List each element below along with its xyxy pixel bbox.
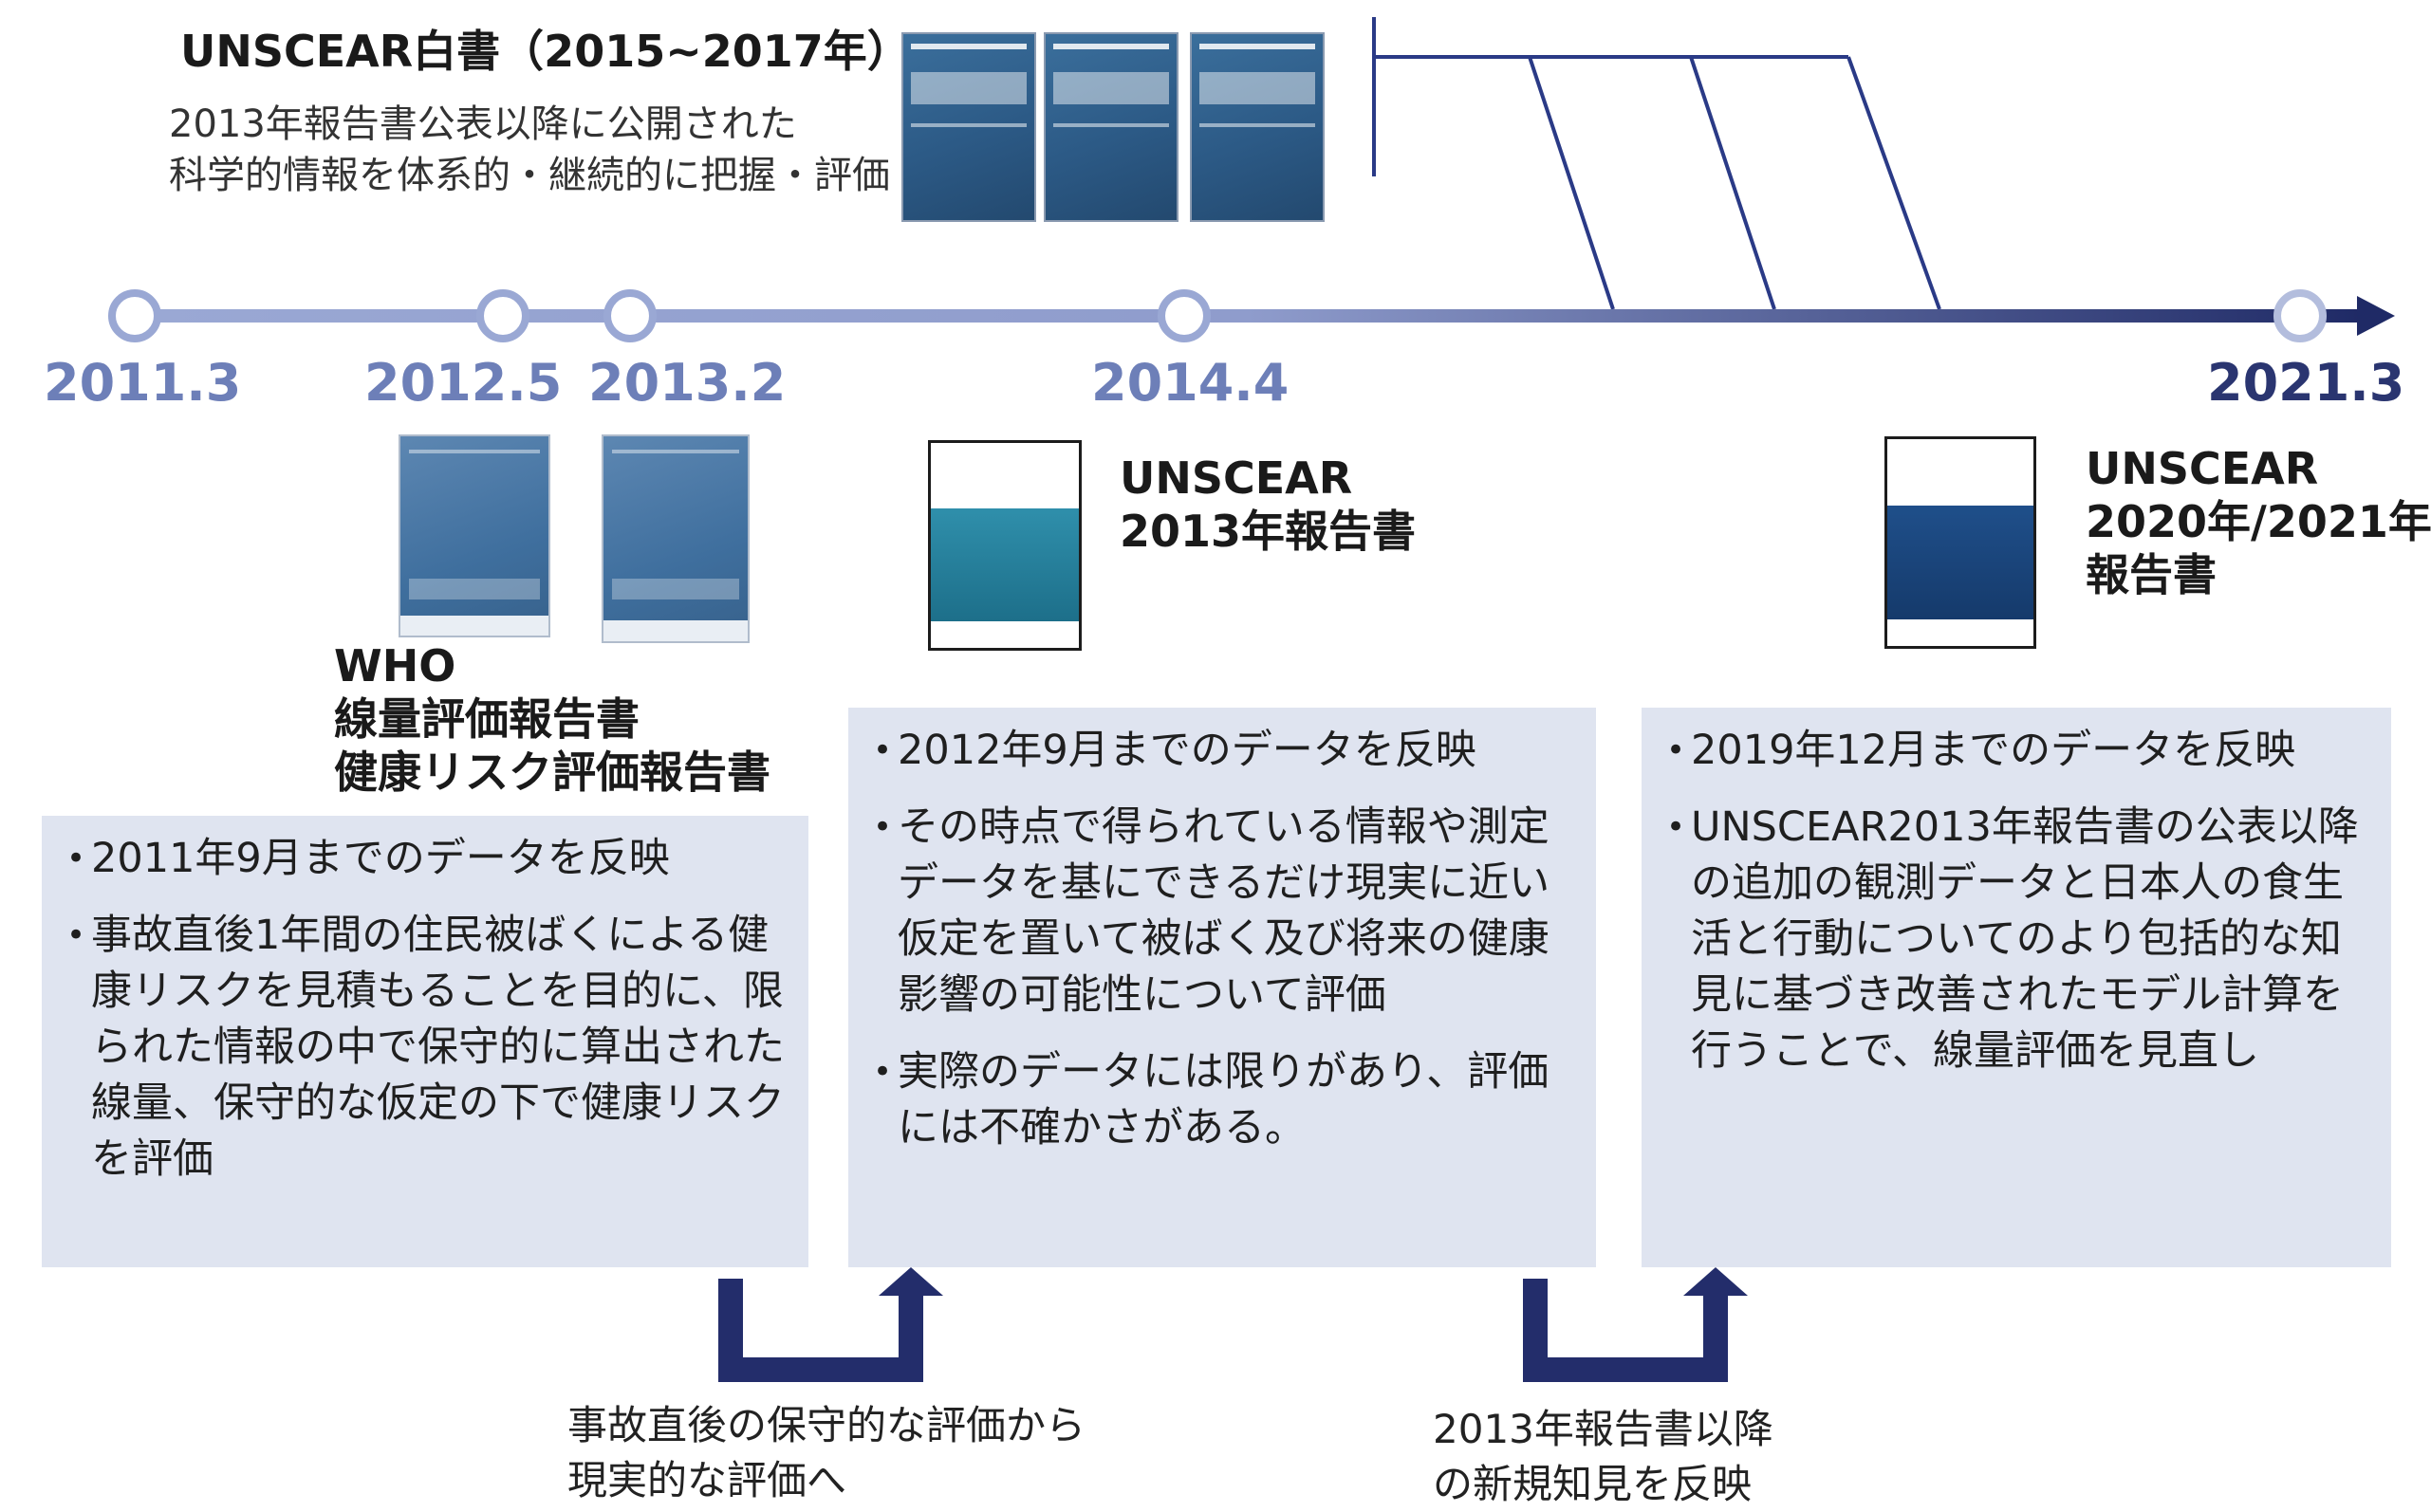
who-report-label-line: WHO bbox=[334, 640, 456, 691]
unscear-2020-label-line: 報告書 bbox=[2086, 549, 2217, 600]
unscear-2013-label-line: 2013年報告書 bbox=[1120, 506, 1417, 557]
unscear-2020-report-cover bbox=[1884, 436, 2036, 649]
white-paper-description-line: 科学的情報を体系的・継続的に把握・評価 bbox=[169, 154, 890, 197]
transition-arrowhead-1 bbox=[879, 1267, 943, 1296]
who-bullet: 事故直後1年間の住民被ばくによる健康リスクを見積もることを目的に、限られた情報の… bbox=[59, 908, 788, 1188]
transition-caption-line: 事故直後の保守的な評価から bbox=[567, 1402, 1086, 1448]
unscear-2020-bullet: 2019年12月までのデータを反映 bbox=[1659, 723, 2370, 779]
timeline-node-2021-3 bbox=[2273, 289, 2327, 342]
unscear-2020-label: UNSCEAR 2020年/2021年 報告書 bbox=[2086, 442, 2431, 601]
unscear-2020-label-line: 2020年/2021年 bbox=[2086, 496, 2431, 547]
who-report-label: WHO 線量評価報告書 健康リスク評価報告書 bbox=[334, 639, 770, 799]
unscear-2020-bullet: UNSCEAR2013年報告書の公表以降の追加の観測データと日本人の食生活と行動… bbox=[1659, 800, 2370, 1079]
timeline-arrowhead bbox=[2357, 296, 2395, 336]
who-dose-report-cover bbox=[399, 434, 550, 637]
who-bullet: 2011年9月までのデータを反映 bbox=[59, 831, 788, 887]
timeline-node-2012-5 bbox=[476, 289, 529, 342]
who-summary-box: 2011年9月までのデータを反映 事故直後1年間の住民被ばくによる健康リスクを見… bbox=[42, 816, 808, 1267]
unscear-2013-label: UNSCEAR 2013年報告書 bbox=[1120, 452, 1416, 558]
transition-arrowhead-2 bbox=[1683, 1267, 1748, 1296]
white-paper-description-line: 2013年報告書公表以降に公開された bbox=[169, 102, 797, 146]
unscear-2013-bullet: 2012年9月までのデータを反映 bbox=[865, 723, 1575, 779]
who-report-label-line: 線量評価報告書 bbox=[334, 693, 640, 745]
white-paper-cover-2016 bbox=[1044, 32, 1178, 222]
white-paper-bracket bbox=[1372, 17, 1941, 310]
white-paper-cover-2017 bbox=[1190, 32, 1325, 222]
who-report-label-line: 健康リスク評価報告書 bbox=[334, 747, 770, 798]
date-label-2021-3: 2021.3 bbox=[2207, 353, 2405, 413]
unscear-2013-report-cover bbox=[928, 440, 1082, 651]
transition-caption-line: 2013年報告書以降 bbox=[1433, 1406, 1773, 1452]
timeline-node-2014-4 bbox=[1158, 289, 1211, 342]
transition-caption-2: 2013年報告書以降 の新規知見を反映 bbox=[1433, 1402, 1773, 1512]
timeline-node-2011-3 bbox=[108, 289, 161, 342]
who-health-risk-report-cover bbox=[602, 434, 750, 643]
timeline-node-2013-2 bbox=[603, 289, 657, 342]
transition-caption-1: 事故直後の保守的な評価から 現実的な評価へ bbox=[567, 1398, 1086, 1508]
white-paper-cover-2015 bbox=[901, 32, 1036, 222]
unscear-2013-label-line: UNSCEAR bbox=[1120, 452, 1353, 504]
transition-caption-line: 現実的な評価へ bbox=[567, 1457, 847, 1503]
transition-caption-line: の新規知見を反映 bbox=[1433, 1461, 1753, 1507]
unscear-2013-summary-box: 2012年9月までのデータを反映 その時点で得られている情報や測定データを基にで… bbox=[848, 708, 1596, 1267]
unscear-2013-bullet: その時点で得られている情報や測定データを基にできるだけ現実に近い仮定を置いて被ば… bbox=[865, 800, 1575, 1023]
transition-arrow-2 bbox=[1523, 1279, 1728, 1382]
date-label-2012-5: 2012.5 bbox=[364, 353, 563, 413]
white-paper-description: 2013年報告書公表以降に公開された 科学的情報を体系的・継続的に把握・評価 bbox=[169, 99, 890, 201]
unscear-2020-label-line: UNSCEAR bbox=[2086, 443, 2319, 494]
timeline-axis bbox=[133, 309, 2361, 323]
white-paper-title: UNSCEAR白書（2015~2017年） bbox=[180, 26, 911, 77]
date-label-2011-3: 2011.3 bbox=[44, 353, 242, 413]
transition-arrow-1 bbox=[718, 1279, 923, 1382]
date-label-2014-4: 2014.4 bbox=[1091, 353, 1290, 413]
unscear-2020-summary-box: 2019年12月までのデータを反映 UNSCEAR2013年報告書の公表以降の追… bbox=[1642, 708, 2391, 1267]
date-label-2013-2: 2013.2 bbox=[588, 353, 787, 413]
unscear-2013-bullet: 実際のデータには限りがあり、評価には不確かさがある。 bbox=[865, 1044, 1575, 1156]
